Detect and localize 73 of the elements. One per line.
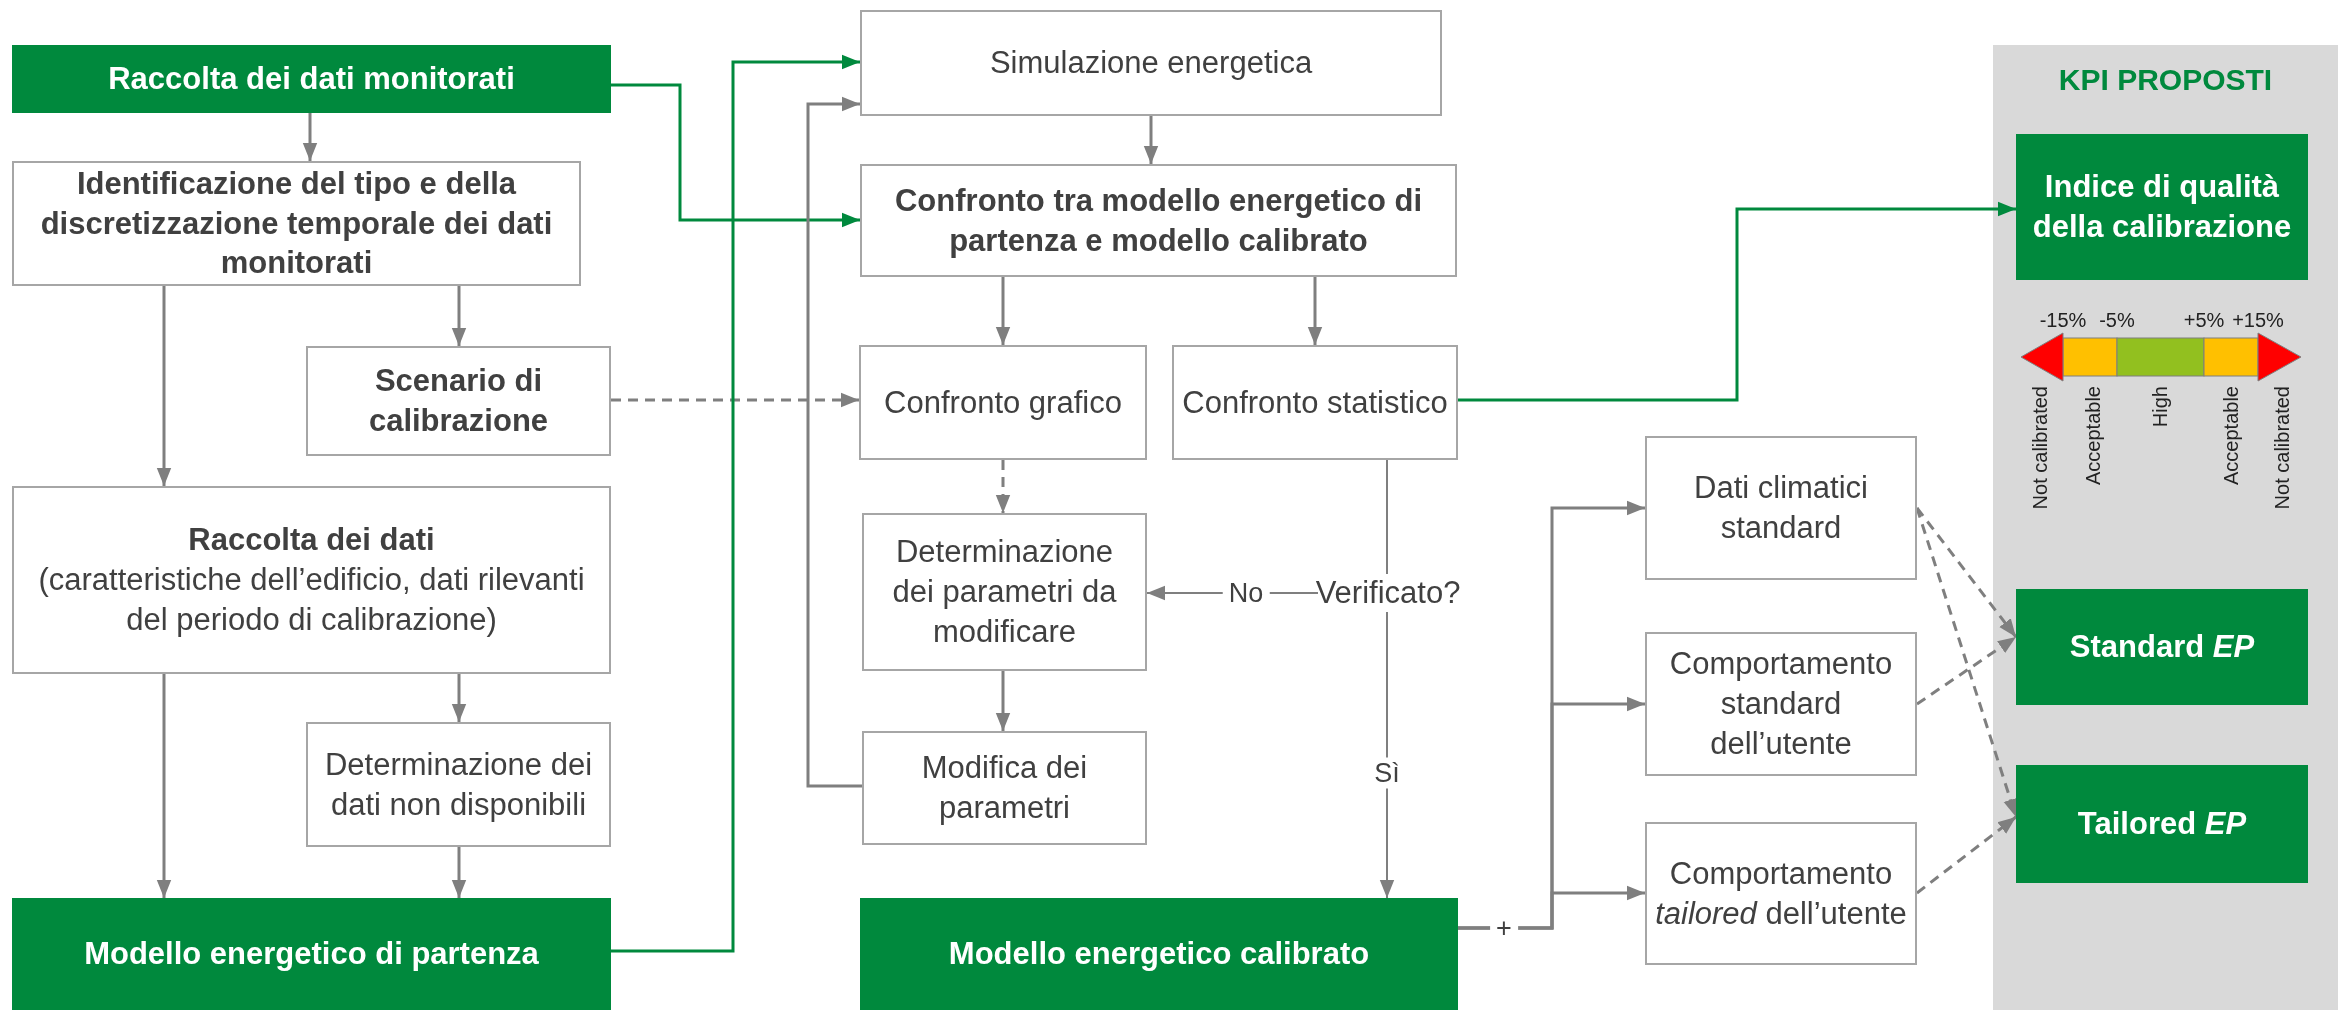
kpi-box bbox=[2016, 765, 2308, 883]
box-text: Modifica dei parametri bbox=[920, 749, 1089, 827]
box-text: Comportamento standard dell’utente bbox=[1668, 645, 1894, 763]
arrow bbox=[1307, 277, 1323, 345]
process-box bbox=[860, 164, 1457, 277]
box-text: Comportamento tailored dell’utente bbox=[1655, 854, 1907, 933]
box-text: Modello energetico calibrato bbox=[948, 935, 1370, 974]
dashed-arrow bbox=[611, 392, 859, 408]
process-box bbox=[306, 722, 611, 847]
arrow bbox=[302, 113, 318, 161]
box-text: Dati climatici standard bbox=[1693, 469, 1869, 547]
scale-range-label: Acceptable bbox=[2081, 386, 2105, 485]
arrow bbox=[451, 286, 467, 346]
threshold-label: -15% bbox=[2039, 308, 2087, 332]
process-box bbox=[1645, 632, 1917, 776]
arrow bbox=[156, 286, 172, 486]
start-box bbox=[12, 898, 611, 1010]
box-text: Confronto grafico bbox=[884, 383, 1122, 422]
process-box bbox=[12, 486, 611, 674]
arrow bbox=[1458, 201, 2016, 402]
dashed-arrow bbox=[1915, 507, 2018, 818]
box-text: Tailored EP bbox=[2077, 805, 2247, 844]
box-text: Confronto statistico bbox=[1182, 383, 1448, 422]
scale-range-label: Acceptable bbox=[2219, 386, 2243, 485]
panel-title: KPI PROPOSTI bbox=[2058, 62, 2273, 98]
box-text: Raccolta dei dati monitorati bbox=[108, 60, 515, 99]
box-text: Modello energetico di partenza bbox=[84, 935, 539, 974]
process-box bbox=[862, 731, 1147, 845]
arrow bbox=[1379, 611, 1395, 899]
box-text: Indice di qualità della calibrazione bbox=[2031, 168, 2293, 246]
threshold-label: -5% bbox=[2099, 308, 2135, 332]
process-box bbox=[862, 513, 1147, 671]
kpi-box bbox=[2016, 589, 2308, 705]
box-text: Confronto tra modello energetico di partenza e modello calibrato bbox=[894, 181, 1423, 260]
scale-range-label: Not calibrated bbox=[2270, 386, 2294, 510]
dashed-arrow bbox=[995, 460, 1011, 513]
box-text: (caratteristiche dell’edificio, dati rilevanti del periodo di calibrazione) bbox=[37, 561, 586, 639]
threshold-label: +15% bbox=[2232, 308, 2284, 332]
arrow bbox=[451, 847, 467, 898]
process-box bbox=[860, 10, 1442, 116]
box-text: Simulazione energetica bbox=[989, 44, 1313, 83]
process-box bbox=[1645, 822, 1917, 965]
connector-line bbox=[1386, 459, 1388, 575]
box-heading: Raccolta dei dati bbox=[188, 521, 435, 560]
arrow bbox=[156, 674, 172, 898]
arrow bbox=[1146, 585, 1319, 601]
kpi-box bbox=[2016, 134, 2308, 280]
process-box bbox=[306, 346, 611, 456]
box-text: Standard EP bbox=[2069, 628, 2255, 667]
process-box bbox=[1645, 436, 1917, 580]
arrow bbox=[451, 674, 467, 722]
start-box bbox=[12, 45, 611, 113]
arrow bbox=[995, 277, 1011, 345]
scale-range-label: High bbox=[2148, 386, 2172, 428]
process-box bbox=[859, 345, 1147, 460]
decision-label: Verificato? bbox=[1318, 574, 1458, 612]
box-text: Identificazione del tipo e della discretizzazione temporale dei dati monitorati bbox=[39, 165, 554, 283]
dashed-arrow bbox=[1915, 507, 2018, 638]
box-text: Scenario di calibrazione bbox=[367, 362, 550, 440]
arrow bbox=[806, 96, 862, 788]
arrow bbox=[611, 54, 860, 953]
result-box bbox=[860, 898, 1458, 1010]
dashed-arrow bbox=[1916, 635, 2017, 706]
kpi-panel bbox=[1993, 45, 2338, 1010]
box-text: Determinazione dei dati non disponibili bbox=[323, 745, 594, 824]
box-text: Determinazione dei parametri da modificare bbox=[891, 533, 1118, 651]
arrow bbox=[1143, 116, 1159, 164]
arrow bbox=[995, 671, 1011, 731]
threshold-label: +5% bbox=[2183, 308, 2225, 332]
scale-range-label: Not calibrated bbox=[2028, 386, 2052, 510]
process-box bbox=[1172, 345, 1458, 460]
arrow bbox=[611, 83, 860, 228]
dashed-arrow bbox=[1916, 815, 2017, 895]
